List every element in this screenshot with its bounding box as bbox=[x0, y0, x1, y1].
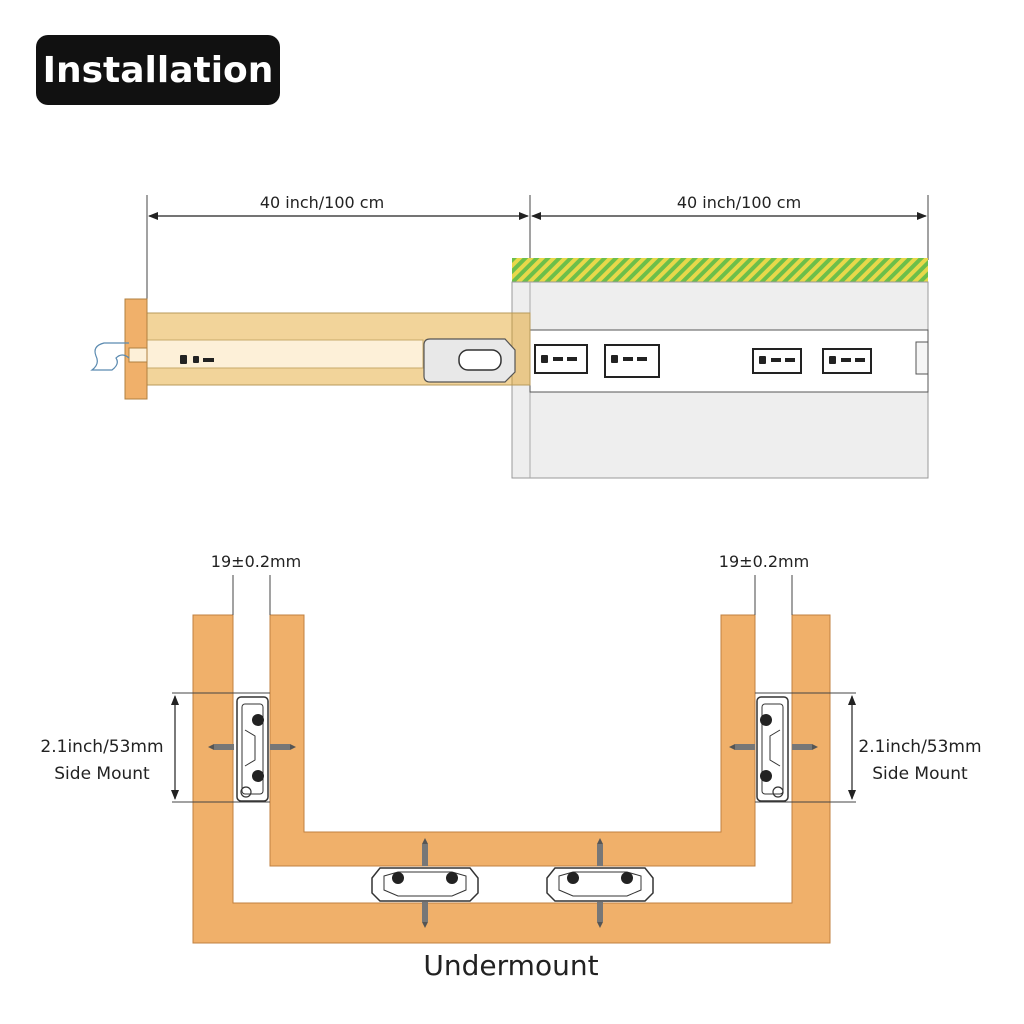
drawer-break-line bbox=[90, 342, 130, 371]
right-side-mount-slide bbox=[729, 696, 818, 802]
cabinet-rail bbox=[529, 329, 929, 393]
rail-slot-3 bbox=[752, 348, 802, 374]
screw-icon bbox=[422, 902, 428, 928]
screw-icon bbox=[208, 744, 234, 750]
rail-slot-2 bbox=[604, 344, 660, 378]
title-badge: Installation bbox=[36, 35, 280, 105]
left-mount-label: Side Mount bbox=[54, 764, 150, 784]
undermount-slide-right bbox=[546, 838, 654, 928]
screw-icon bbox=[270, 744, 296, 750]
left-dimension-label: 40 inch/100 cm bbox=[260, 193, 384, 212]
bottom-diagram: 19±0.2mm 19±0.2mm 2.1inch/53mm Side Moun… bbox=[40, 552, 981, 982]
page-title: Installation bbox=[42, 49, 274, 91]
right-gap-label: 19±0.2mm bbox=[719, 552, 809, 571]
inner-member-holes bbox=[180, 355, 214, 364]
screw-icon bbox=[422, 838, 428, 866]
right-mount-label: Side Mount bbox=[872, 764, 968, 784]
drawer-box bbox=[269, 614, 756, 867]
rail-slot-1 bbox=[534, 344, 588, 374]
screw-icon bbox=[597, 838, 603, 866]
rail-end-stop bbox=[915, 341, 929, 375]
lever-slot-icon bbox=[458, 349, 502, 371]
top-diagram: 40 inch/100 cm 40 inch/100 cm bbox=[90, 193, 929, 479]
left-gap-label: 19±0.2mm bbox=[211, 552, 301, 571]
slide-inner-member bbox=[146, 339, 424, 369]
screw-icon bbox=[597, 902, 603, 928]
left-side-mount-slide bbox=[208, 696, 296, 802]
undermount-caption: Undermount bbox=[423, 949, 598, 982]
screw-icon bbox=[729, 744, 755, 750]
undermount-slide-left bbox=[371, 838, 479, 928]
rail-slot-4 bbox=[822, 348, 872, 374]
right-dimension-label: 40 inch/100 cm bbox=[677, 193, 801, 212]
screw-icon bbox=[792, 744, 818, 750]
left-height-label: 2.1inch/53mm bbox=[40, 737, 163, 757]
right-height-label: 2.1inch/53mm bbox=[858, 737, 981, 757]
panel-top-edge bbox=[512, 258, 928, 282]
front-bracket-clip bbox=[128, 347, 148, 363]
